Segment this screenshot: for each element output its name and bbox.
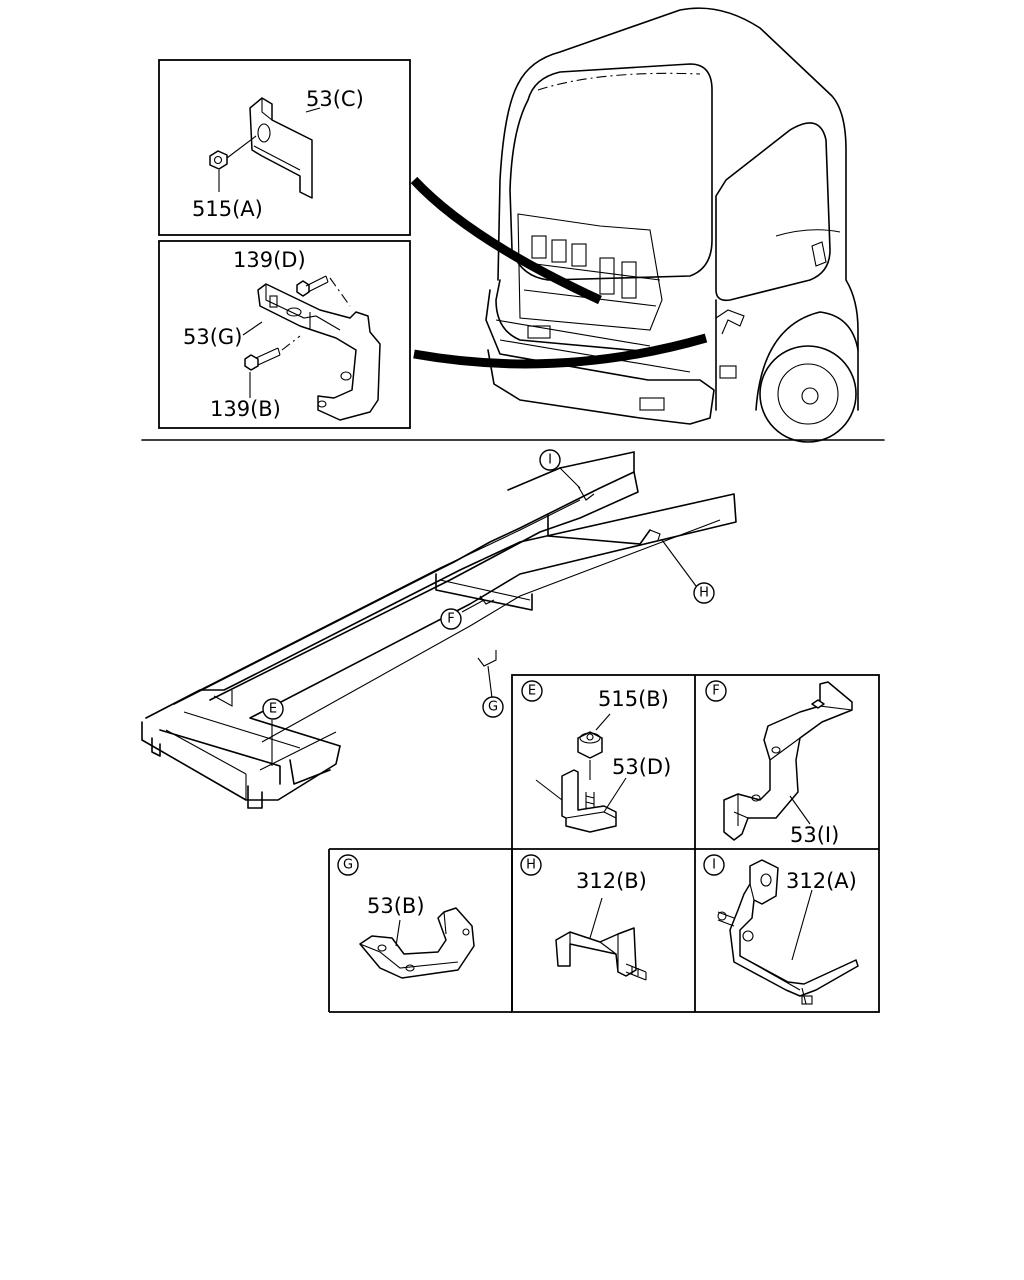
truck-cab-illustration xyxy=(485,7,859,443)
location-marker-F: F xyxy=(440,608,462,630)
callout-312A: 312(A) xyxy=(786,869,857,893)
location-marker-I: I xyxy=(539,449,561,471)
detail-panel-F: F 53(I) xyxy=(705,680,853,847)
location-marker-H: H xyxy=(693,582,715,604)
svg-text:I: I xyxy=(548,453,552,468)
callout-515B: 515(B) xyxy=(598,687,669,711)
pointer-arc-upper xyxy=(410,176,602,305)
callout-139B: 139(B) xyxy=(210,397,281,421)
callout-139D: 139(D) xyxy=(233,248,306,272)
chassis-frame-illustration xyxy=(141,451,737,809)
callout-53C: 53(C) xyxy=(306,87,364,111)
svg-text:G: G xyxy=(488,700,498,715)
detail-panel-H: H 312(B) xyxy=(520,854,647,981)
svg-text:F: F xyxy=(712,684,719,699)
detail-box-middle: 139(D) 53(G) 139(B) xyxy=(158,240,411,429)
detail-panel-G: G 53(B) xyxy=(337,854,475,979)
svg-text:F: F xyxy=(447,612,454,627)
callout-53I: 53(I) xyxy=(790,823,839,847)
detail-panel-I: I 312(A) xyxy=(703,854,859,1005)
svg-text:G: G xyxy=(343,858,353,873)
callout-312B: 312(B) xyxy=(576,869,647,893)
svg-text:E: E xyxy=(269,702,277,717)
callout-53D: 53(D) xyxy=(612,755,671,779)
svg-text:H: H xyxy=(699,586,709,601)
svg-text:H: H xyxy=(526,858,536,873)
location-marker-G: G xyxy=(482,696,504,718)
callout-515A: 515(A) xyxy=(192,197,263,221)
callout-53B: 53(B) xyxy=(367,894,425,918)
svg-text:I: I xyxy=(712,858,716,873)
callout-53G: 53(G) xyxy=(183,325,242,349)
location-marker-E: E xyxy=(262,698,284,720)
detail-grid xyxy=(328,674,880,1013)
detail-box-top: 53(C) 515(A) xyxy=(158,59,411,236)
detail-panel-E: E 515(B) 53(D) xyxy=(521,680,671,833)
pointer-arc-lower xyxy=(413,333,708,369)
svg-text:E: E xyxy=(528,684,536,699)
